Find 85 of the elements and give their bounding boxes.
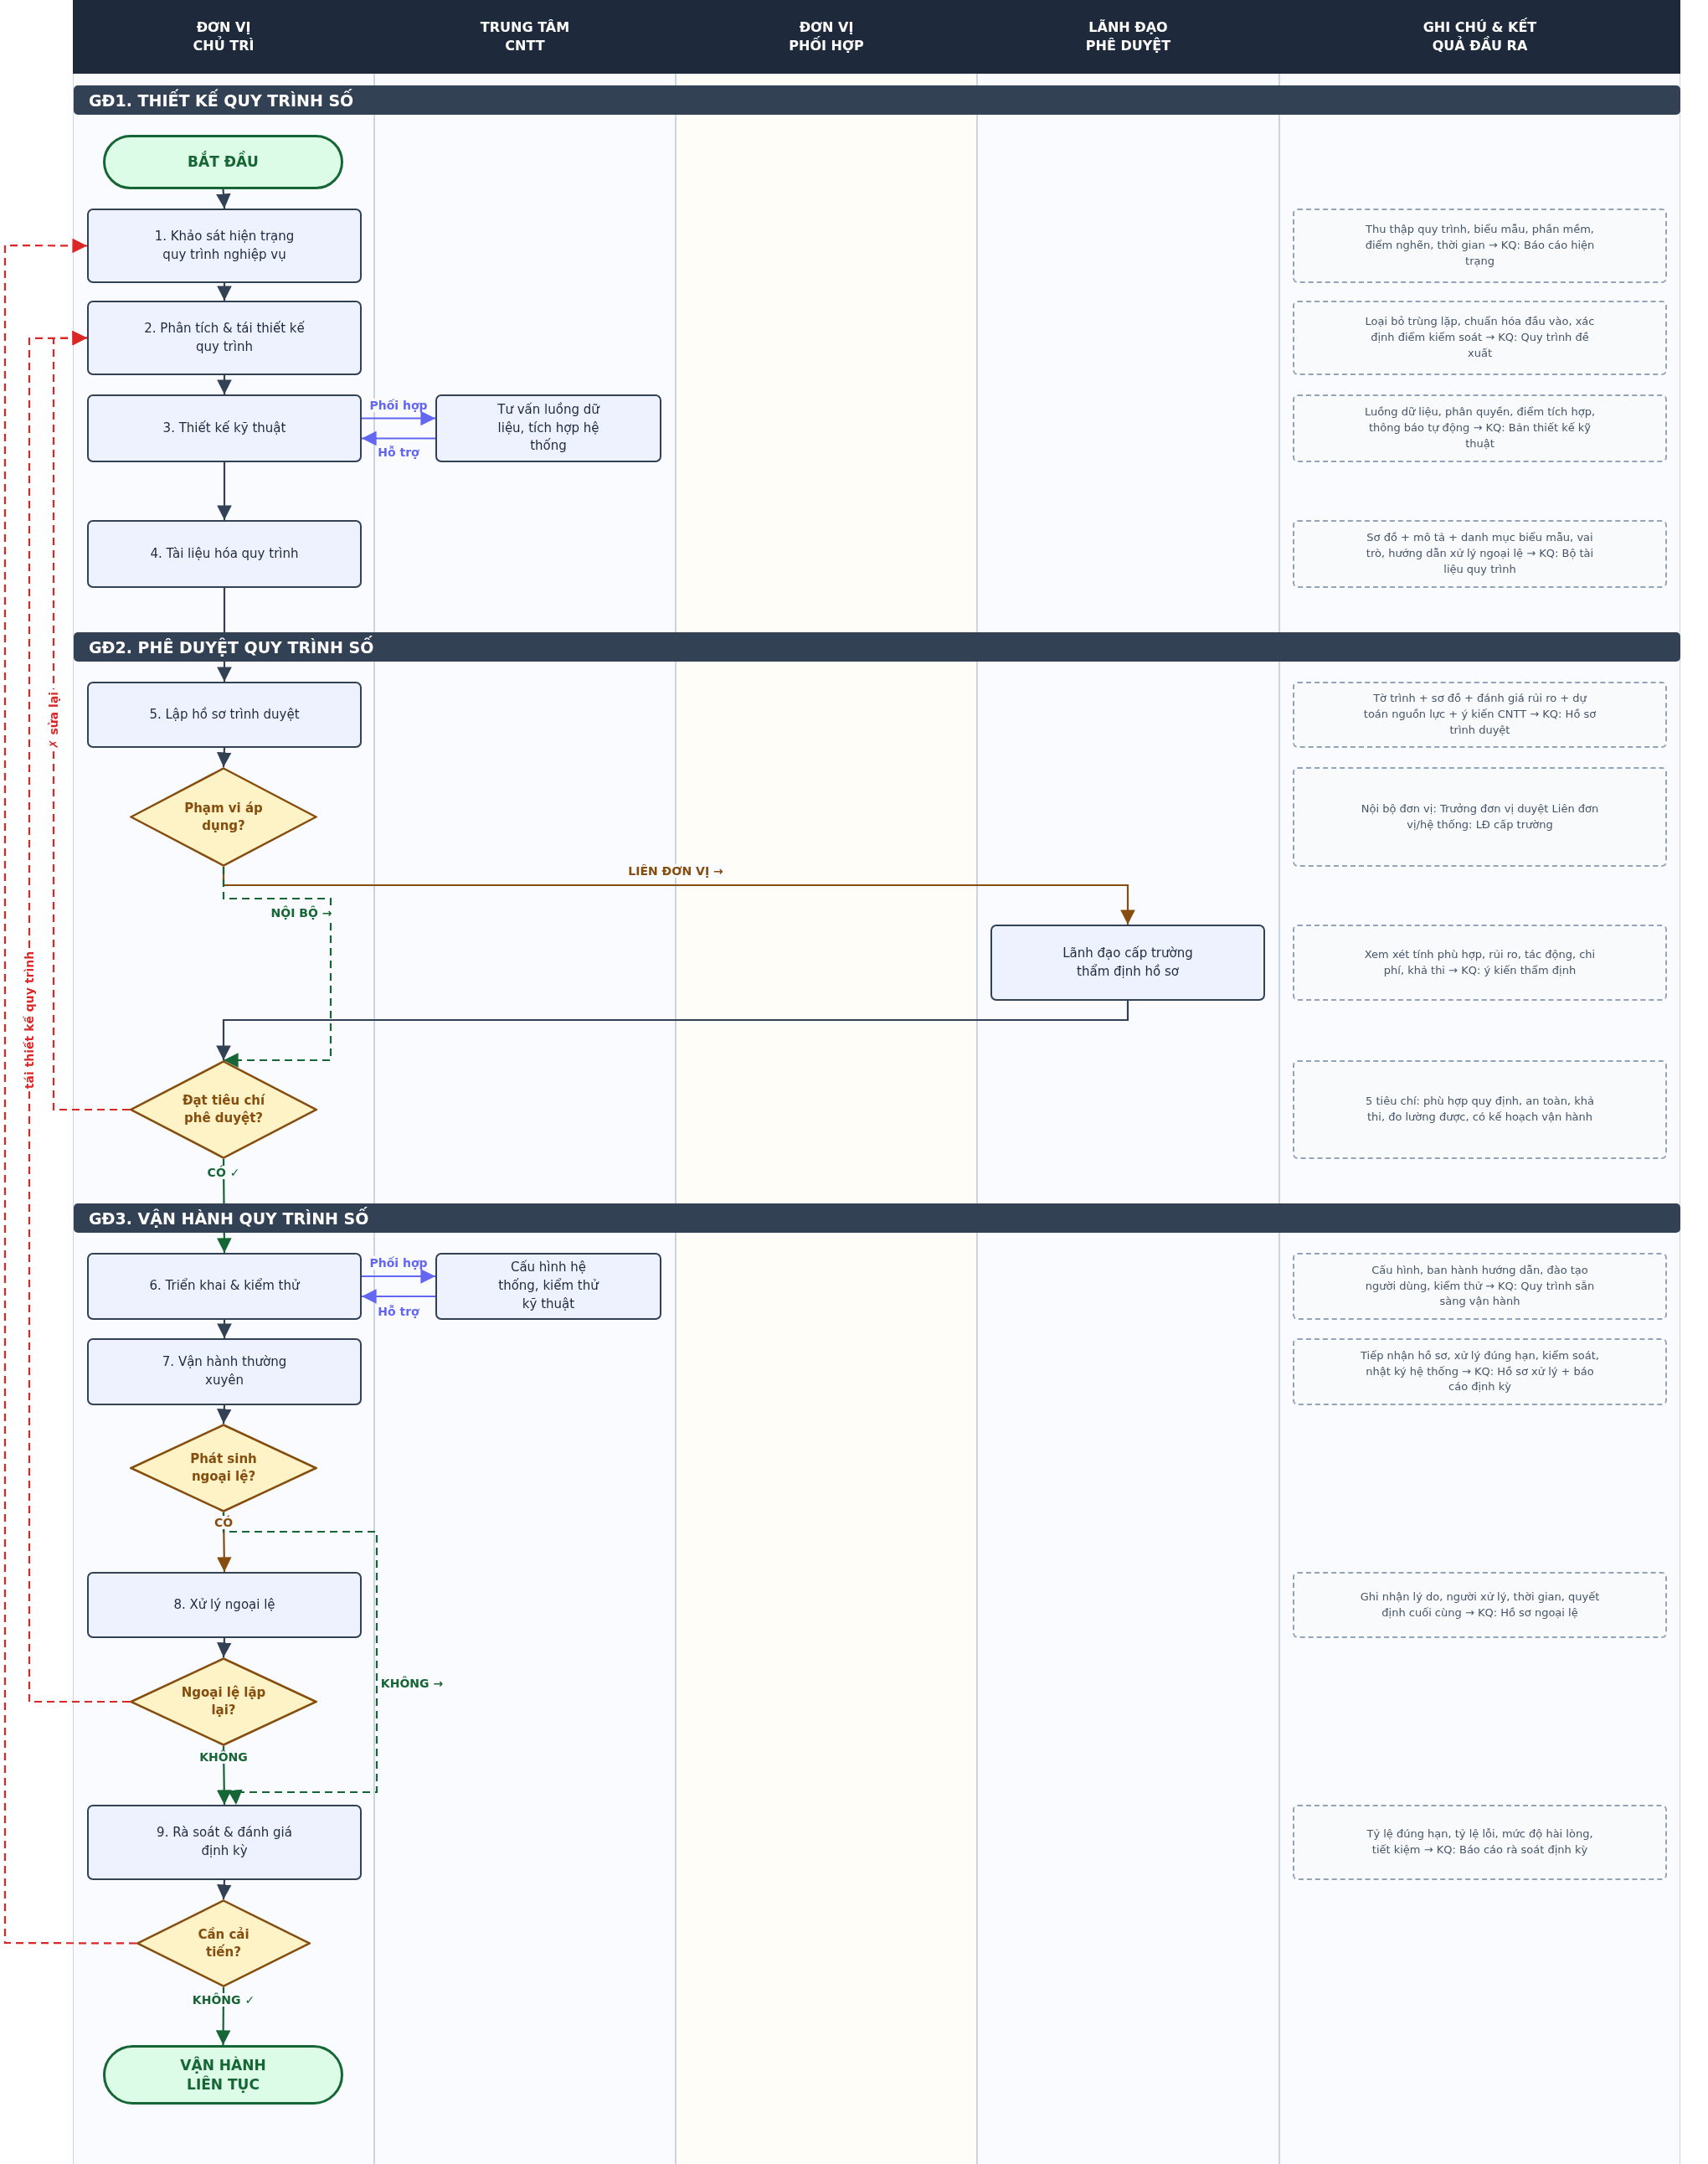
note-text: Cấu hình, ban hành hướng dẫn, đào tạo người dùng, kiểm thử → KQ: Quy trình sẵn sàng vận hành	[1364, 1262, 1596, 1310]
note-text: Xem xét tính phù hợp, rủi ro, tác động, chi phí, khả thi → KQ: ý kiến thẩm định	[1363, 946, 1597, 978]
arrow	[217, 1159, 232, 1253]
phase-title: GĐ3. VẬN HÀNH QUY TRÌNH SỐ	[89, 1208, 369, 1228]
phase-title: GĐ1. THIẾT KẾ QUY TRÌNH SỐ	[89, 90, 354, 110]
step-text: 4. Tài liệu hóa quy trình	[150, 544, 299, 563]
step-text: Cấu hình hệ thống, kiểm thử kỹ thuật	[497, 1259, 600, 1313]
decision-text: Ngoại lệ lặp lại?	[180, 1684, 267, 1719]
note-box	[1293, 1060, 1667, 1159]
note-text: Nội bộ đơn vị: Trưởng đơn vị duyệt Liên đơn vị/hệ thống: LĐ cấp trường	[1360, 801, 1600, 832]
arrow	[362, 1289, 435, 1304]
note-box	[1293, 520, 1667, 588]
note-text: 5 tiêu chí: phù hợp quy định, an toàn, khả thi, đo lường được, có kế hoạch vận hành	[1365, 1094, 1595, 1125]
note-text: Sơ đồ + mô tả + danh mục biểu mẫu, vai trò, hướng dẫn xử lý ngoại lệ → KQ: Bộ tài liệu quy trình	[1365, 530, 1595, 577]
note-box	[1293, 1805, 1667, 1880]
step-text: 6. Triển khai & kiểm thử	[149, 1277, 300, 1296]
note-box	[1293, 209, 1667, 283]
step-text: 2. Phân tích & tái thiết kế quy trình	[144, 319, 305, 356]
note-box	[1293, 301, 1667, 375]
note-box	[1293, 925, 1667, 1001]
step-text: 3. Thiết kế kỹ thuật	[162, 419, 286, 437]
arrow	[216, 747, 232, 768]
process-box	[87, 301, 362, 375]
note-box	[1293, 682, 1667, 748]
step-text: 1. Khảo sát hiện trạng quy trình nghiệp vụ	[153, 227, 296, 264]
arrow	[217, 283, 232, 301]
note-text: Thu thập quy trình, biểu mẫu, phần mềm, điểm nghẽn, thời gian → KQ: Báo cáo hiện trạng	[1364, 222, 1596, 269]
step-text: Lãnh đạo cấp trường thẩm định hồ sơ	[1062, 944, 1194, 981]
process-box	[87, 1572, 362, 1638]
note-box	[1293, 1253, 1667, 1320]
arrow	[217, 1404, 232, 1425]
note-text: Tiếp nhận hồ sơ, xử lý đúng hạn, kiểm soát, nhật ký hệ thống → KQ: Hồ sơ xử lý + báo cáo định kỳ	[1360, 1347, 1600, 1395]
arrow	[28, 330, 130, 1703]
lane-title: LÃNH ĐẠO PHÊ DUYỆT	[1084, 18, 1172, 55]
arrow	[216, 1637, 232, 1658]
arrow	[362, 1269, 435, 1284]
arrow	[217, 375, 232, 394]
terminal-text: BẮT ĐẦU	[188, 152, 259, 172]
process-box	[435, 394, 661, 462]
note-text: Tờ trình + sơ đồ + đánh giá rủi ro + dự toán nguồn lực + ý kiến CNTT → KQ: Hồ sơ trình duyệt	[1362, 691, 1597, 738]
arrow	[217, 462, 232, 520]
process-box	[87, 1805, 362, 1880]
decision-text: Phát sinh ngoại lệ?	[189, 1450, 258, 1486]
phase-title: GĐ2. PHÊ DUYỆT QUY TRÌNH SỐ	[89, 637, 374, 657]
step-text: 5. Lập hồ sơ trình duyệt	[149, 705, 300, 724]
arrow	[362, 430, 435, 446]
step-text: 7. Vận hành thường xuyên	[161, 1353, 288, 1389]
step-text: Tư vấn luồng dữ liệu, tích hợp hệ thống	[496, 400, 601, 456]
lane-title: GHI CHÚ & KẾT QUẢ ĐẦU RA	[1422, 18, 1538, 55]
step-text: 8. Xử lý ngoại lệ	[173, 1595, 275, 1614]
note-text: Tỷ lệ đúng hạn, tỷ lệ lỗi, mức độ hài lòng, tiết kiệm → KQ: Báo cáo rà soát định kỳ	[1366, 1827, 1594, 1857]
process-box	[87, 520, 362, 588]
decision-text: Đạt tiêu chí phê duyệt?	[181, 1092, 266, 1127]
process-box	[87, 1253, 362, 1320]
process-box	[87, 209, 362, 283]
arrow	[216, 1001, 1129, 1060]
note-text: Loại bỏ trùng lặp, chuẩn hóa đầu vào, xác định điểm kiểm soát → KQ: Quy trình đề xuất	[1364, 314, 1596, 361]
arrow	[216, 188, 231, 209]
decision-text: Phạm vi áp dụng?	[183, 799, 264, 835]
arrow	[3, 238, 136, 1945]
arrow	[215, 1987, 231, 2045]
note-box	[1293, 767, 1667, 867]
arrow	[216, 1879, 232, 1900]
note-text: Luồng dữ liệu, phân quyền, điểm tích hợp, thông báo tự động → KQ: Bản thiết kế kỹ thuật	[1363, 404, 1597, 451]
process-box	[87, 682, 362, 748]
decision-text: Cần cải tiến?	[197, 1925, 250, 1961]
process-box	[990, 925, 1265, 1001]
process-box	[435, 1253, 661, 1320]
process-box	[87, 1338, 362, 1405]
arrow	[222, 867, 332, 1068]
terminal-text: VẬN HÀNH LIÊN TỤC	[179, 2056, 267, 2094]
note-box	[1293, 394, 1667, 462]
arrow	[217, 1320, 232, 1338]
lane-title: TRUNG TÂM CNTT	[479, 18, 571, 55]
note-box	[1293, 1338, 1667, 1405]
process-box	[87, 394, 362, 462]
arrow	[222, 1512, 378, 1806]
note-box	[1293, 1572, 1667, 1638]
lane-title: ĐƠN VỊ CHỦ TRÌ	[192, 18, 255, 55]
step-text: 9. Rà soát & đánh giá định kỳ	[156, 1824, 293, 1860]
note-text: Ghi nhận lý do, người xử lý, thời gian, quyết định cuối cùng → KQ: Hồ sơ ngoại lệ	[1360, 1589, 1600, 1620]
arrow	[217, 588, 232, 682]
arrow	[216, 1746, 232, 1805]
lane-title: ĐƠN VỊ PHỐI HỢP	[788, 18, 865, 55]
arrow	[362, 410, 435, 426]
